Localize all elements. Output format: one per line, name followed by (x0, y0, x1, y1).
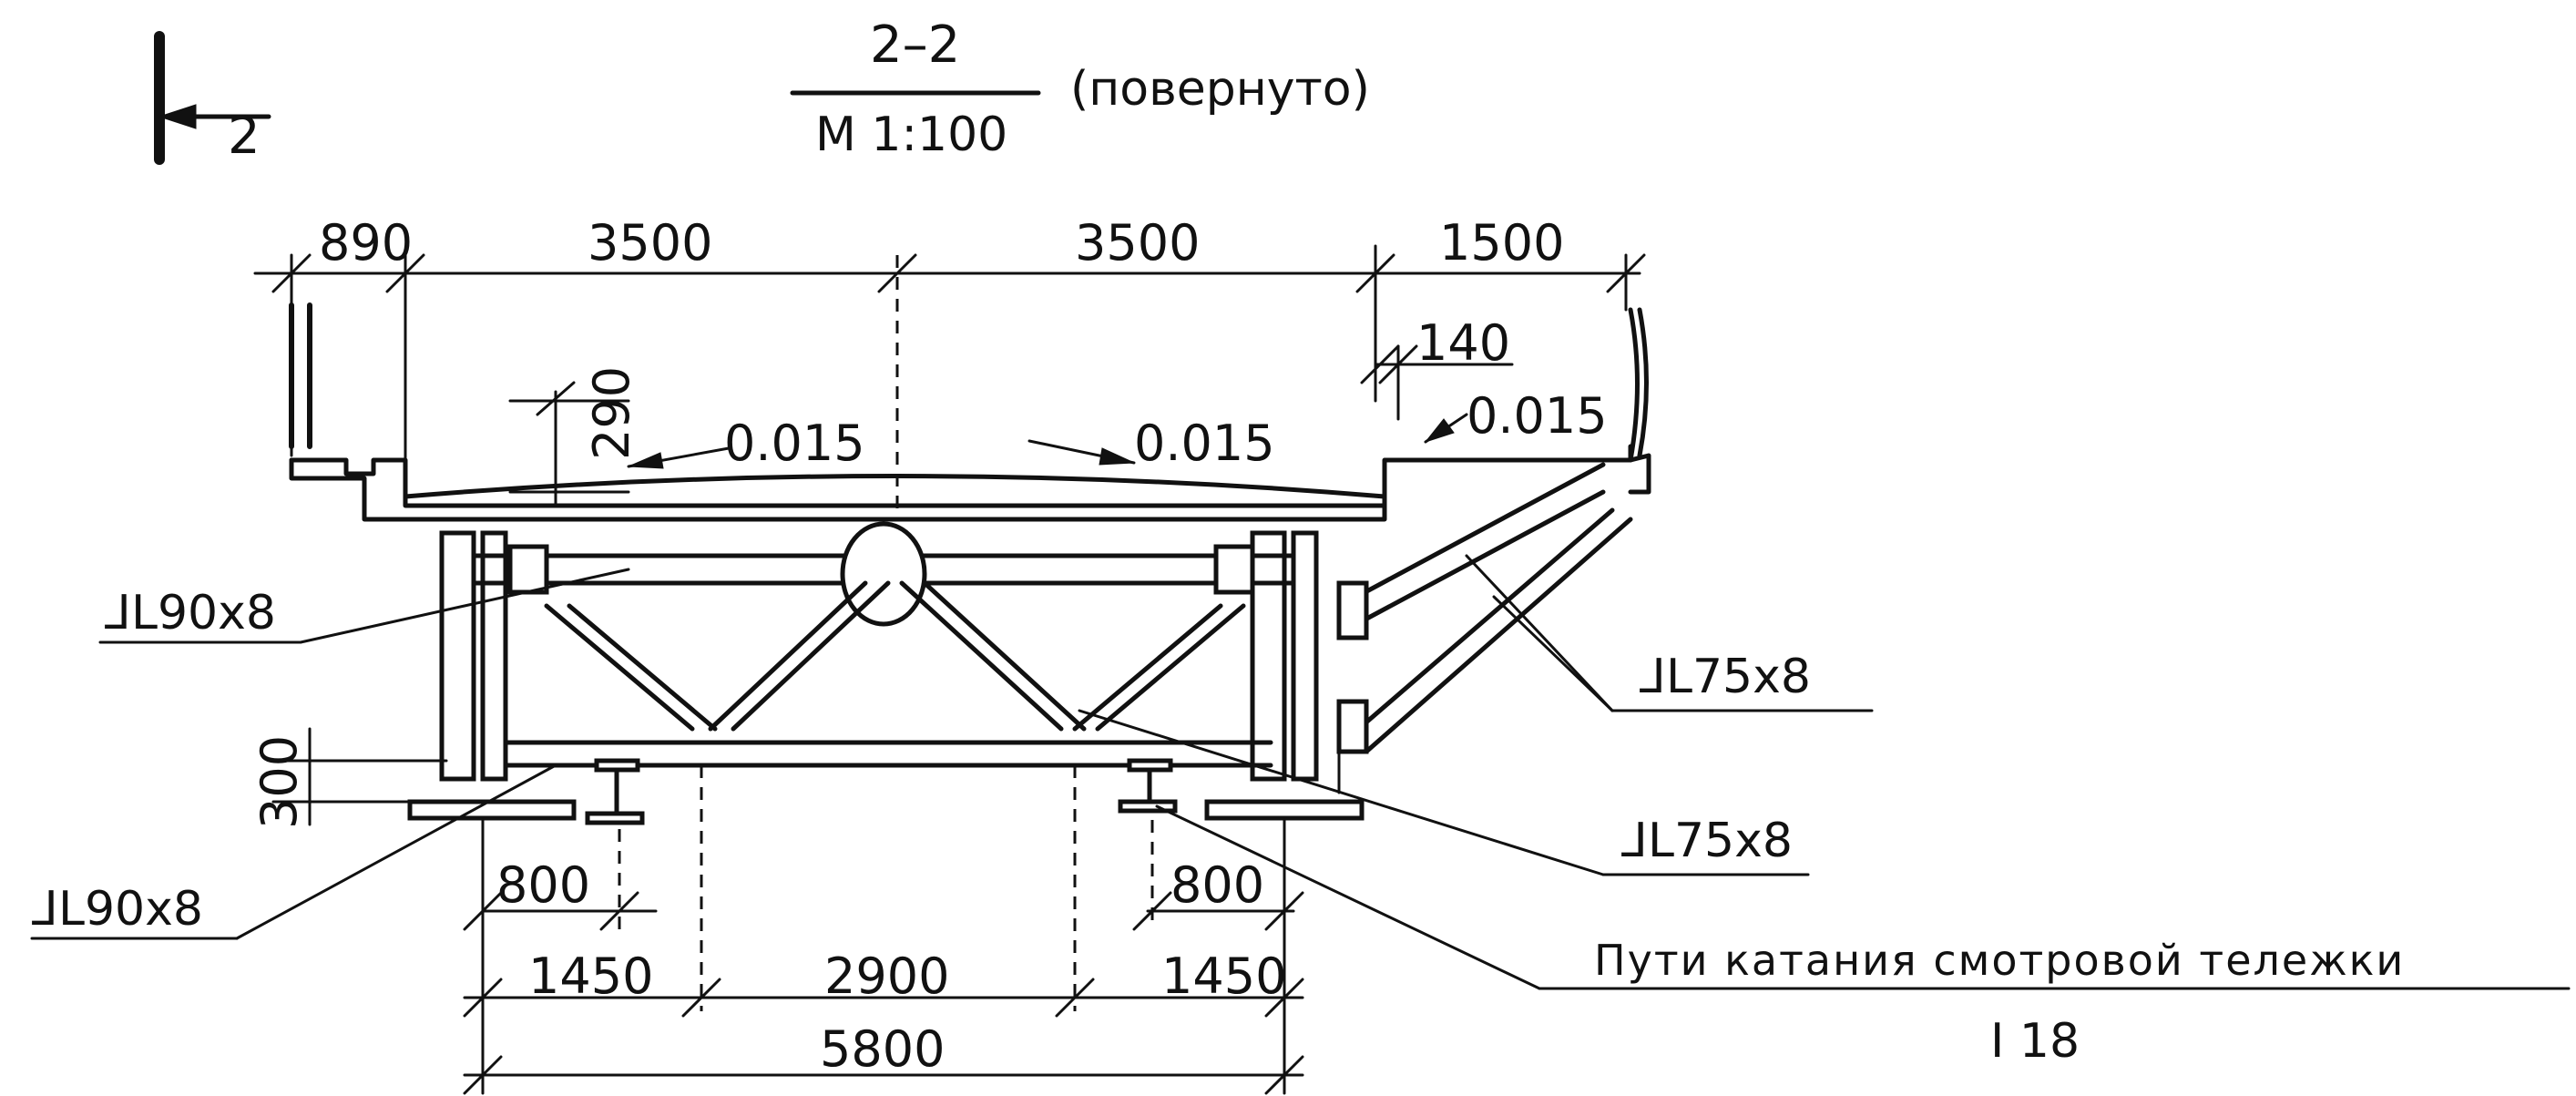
dim-800-left: 800 (496, 856, 590, 914)
dim-5800: 5800 (820, 1020, 945, 1078)
callout-angle-90x8-top: ⅃L90x8 (105, 586, 276, 640)
section-title: 2–2 М 1:100 (повернуто) (790, 15, 1370, 162)
callout-rail-profile: I 18 (1990, 1014, 2080, 1069)
dim-2900: 2900 (824, 947, 949, 1005)
bottom-dimension-chains: 800 800 1450 2900 1450 5800 (463, 765, 1304, 1095)
dim-3500-right: 3500 (1075, 214, 1200, 271)
cantilever-bracket (1336, 462, 1633, 794)
section-marker: 2 (154, 31, 271, 166)
callout-angle-75x8-right: ⅃L75x8 (1640, 650, 1811, 704)
dim-800-right: 800 (1170, 856, 1264, 914)
truss-diagonals (544, 580, 1246, 732)
top-dimension-chain: 890 3500 3500 1500 (253, 214, 1646, 510)
slope-right: 0.015 (1467, 387, 1608, 445)
dim-1500: 1500 (1439, 214, 1564, 271)
dim-140: 140 (1416, 314, 1510, 372)
dim-1450-right: 1450 (1161, 947, 1286, 1005)
truss (439, 521, 1319, 782)
scale-text: М 1:100 (815, 108, 1007, 162)
dim-3500-left: 3500 (588, 214, 712, 271)
section-marker-label: 2 (228, 107, 261, 166)
dim-300: 300 (250, 735, 308, 829)
callout-trolley-rail: Пути катания смотровой тележки (1594, 936, 2405, 985)
dim-140-group: 140 (1360, 314, 1514, 421)
rotated-note: (повернуто) (1070, 62, 1370, 117)
callouts: ⅃L90x8 ⅃L90x8 ⅃L75x8 ⅃L75x8 Пути катания… (30, 554, 2571, 1069)
slope-indicators: 0.015 0.015 0.015 (627, 387, 1608, 472)
callout-angle-90x8-bottom: ⅃L90x8 (32, 882, 203, 937)
callout-angle-75x8-lower: ⅃L75x8 (1621, 814, 1793, 868)
dim-300-group: 300 (250, 727, 448, 829)
dim-290: 290 (583, 366, 640, 460)
slope-left: 0.015 (724, 415, 865, 472)
dim-1450-left: 1450 (528, 947, 653, 1005)
rails (407, 758, 1365, 825)
deck-slab (289, 302, 1651, 522)
title-text: 2–2 (870, 15, 960, 75)
slope-center: 0.015 (1134, 415, 1275, 472)
dim-290-group: 290 (508, 366, 640, 507)
dim-890: 890 (319, 214, 413, 271)
